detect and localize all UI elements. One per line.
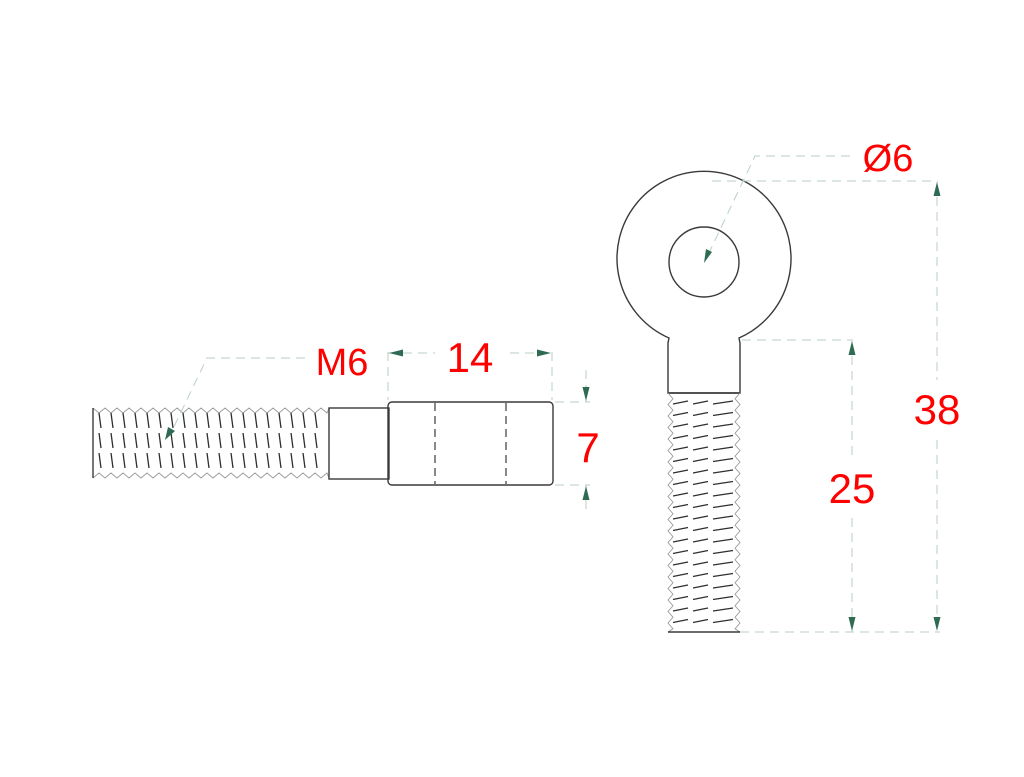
eye-outline: [616, 170, 792, 394]
thread-length-dimension-25: [742, 339, 856, 632]
eye-side-body: [387, 401, 554, 486]
shank-neck: [328, 407, 390, 480]
thread-length-text: 25: [829, 465, 876, 512]
front-thread: [667, 392, 741, 633]
side-view: M6 14 7: [92, 334, 600, 515]
arrow-down-icon: [933, 617, 941, 631]
arrow-right-icon: [537, 349, 551, 357]
thread-size-label: M6: [316, 342, 369, 384]
arrow-up-icon: [933, 182, 941, 196]
length-dimension-text: 14: [447, 334, 494, 381]
arrow-up-icon: [582, 486, 590, 500]
overall-length-text: 38: [914, 386, 961, 433]
arrow-left-icon: [389, 349, 403, 357]
side-thread: [92, 407, 330, 479]
eye-hole: [668, 226, 740, 298]
diameter-leader: [704, 155, 850, 263]
leader-arrow-icon: [165, 427, 175, 440]
arrow-up-icon: [848, 341, 856, 355]
arrow-down-icon: [848, 617, 856, 631]
diameter-arrow-icon: [704, 249, 712, 263]
overall-dimension-38: [712, 180, 941, 633]
front-view: Ø6 38 25: [616, 138, 961, 633]
arrow-down-icon: [582, 387, 590, 401]
height-dimension-7: [555, 370, 590, 515]
height-dimension-text: 7: [576, 424, 599, 471]
hole-diameter-label: Ø6: [863, 138, 914, 180]
length-dimension-14: [387, 349, 553, 400]
m6-leader: [165, 357, 305, 440]
